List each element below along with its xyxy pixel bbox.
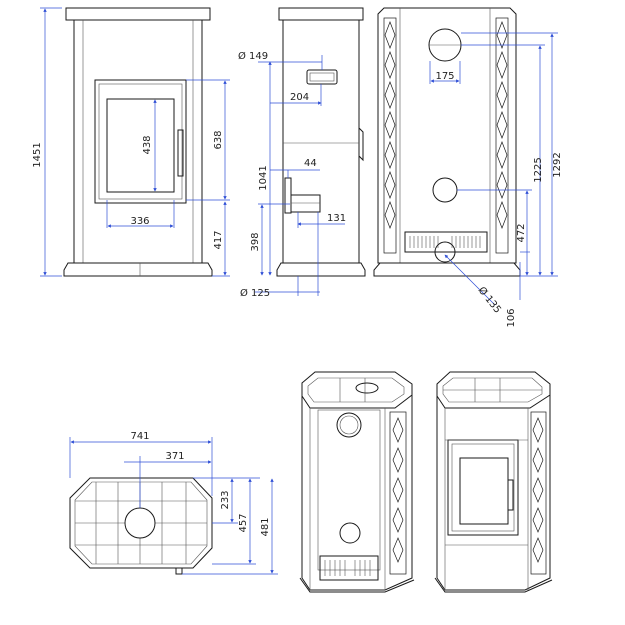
dim-door-top: 638	[213, 130, 224, 149]
front-view-dimensions: 1451 438 336 638 417	[32, 7, 230, 277]
back-view-body	[373, 7, 521, 277]
top-flue-outlet	[124, 507, 156, 539]
dim-top-outlet-offset: 204	[290, 92, 309, 103]
back-view: 175 1292 1225 472 Ø 135 106	[373, 7, 563, 328]
dim-rear-inlet-height: 472	[516, 223, 527, 242]
dim-total-width: 741	[130, 431, 149, 442]
dim-center-depth: 233	[220, 490, 231, 509]
top-view-body	[69, 477, 213, 575]
dim-base-offset: 106	[506, 308, 517, 327]
isometric-front-view	[434, 371, 553, 593]
dim-air-inlet-height: 398	[250, 232, 261, 251]
dim-side-outlet-height: 1041	[258, 165, 269, 190]
dim-height-total: 1451	[32, 142, 43, 167]
dim-door-bottom: 417	[213, 230, 224, 249]
side-view-body	[276, 7, 366, 277]
dim-depth-total: 481	[260, 517, 271, 536]
dim-center-offset: 371	[165, 451, 184, 462]
dim-depth-inner: 457	[238, 513, 249, 532]
dim-air-inlet-diameter: Ø 125	[240, 287, 270, 299]
isometric-back-view	[299, 371, 415, 593]
back-view-dimensions: 175 1292 1225 472 Ø 135 106	[429, 32, 563, 328]
front-view: 1451 438 336 638 417	[32, 7, 230, 277]
back-lower-outlet	[432, 177, 458, 203]
dim-air-inlet-offset: 131	[327, 213, 346, 224]
ornament-right-column	[495, 17, 509, 254]
side-view-dimensions: Ø 149 204 44 1041 398 131 Ø 125	[238, 50, 346, 299]
dim-rear-inlet-diameter: Ø 135	[476, 284, 504, 315]
front-view-body	[63, 7, 213, 277]
ornament-left-column	[383, 17, 397, 254]
dim-firebox-height: 438	[142, 135, 153, 154]
dim-outlet-spacing: 175	[435, 71, 454, 82]
back-rear-inlet	[434, 241, 456, 263]
top-view-dimensions: 741 371 233 457 481	[69, 431, 278, 575]
dim-lower-outlet-height: 1225	[533, 157, 544, 182]
dim-bracket: 44	[304, 158, 317, 169]
top-view: 741 371 233 457 481	[69, 431, 278, 575]
dim-top-outlet-diameter: Ø 149	[238, 50, 268, 62]
dim-firebox-width: 336	[130, 216, 149, 227]
side-view: Ø 149 204 44 1041 398 131 Ø 125	[238, 7, 366, 299]
dim-upper-outlet-height: 1292	[552, 152, 563, 177]
